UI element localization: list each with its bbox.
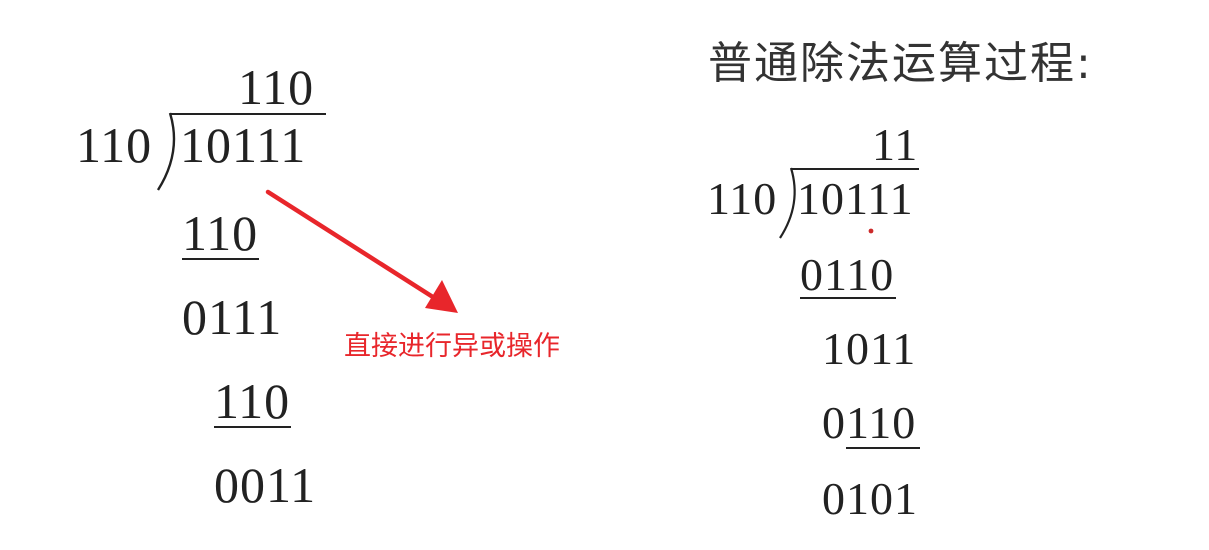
right-step-1: 0110 — [800, 249, 895, 300]
left-step-4: 0011 — [214, 457, 317, 513]
left-step-3: 110 — [214, 373, 291, 429]
right-step-3: 0110 — [822, 397, 917, 448]
right-quotient: 11 — [872, 119, 919, 170]
marker-dot — [868, 228, 874, 234]
right-step-2: 1011 — [822, 323, 917, 374]
left-dividend: 10111 — [180, 117, 307, 173]
right-step-4: 0101 — [822, 473, 918, 524]
right-divisor: 110 — [707, 173, 778, 224]
left-step-1-rule — [182, 258, 259, 260]
right-division-bracket — [779, 167, 796, 239]
right-quotient-bar — [791, 168, 919, 170]
arrow-icon — [265, 189, 458, 313]
right-title: 普通除法运算过程: — [708, 38, 1093, 89]
right-step-1-rule — [800, 297, 896, 299]
left-divisor: 110 — [76, 117, 153, 173]
left-step-1: 110 — [182, 205, 259, 261]
left-step-2: 0111 — [182, 289, 283, 345]
annotation-label: 直接进行异或操作 — [344, 331, 560, 362]
left-quotient-bar — [170, 113, 326, 115]
right-step-3-rule — [846, 447, 920, 449]
left-step-3-rule — [214, 426, 291, 428]
left-division-bracket — [156, 112, 176, 191]
right-dividend: 10111 — [797, 173, 914, 224]
left-quotient: 110 — [238, 59, 315, 115]
